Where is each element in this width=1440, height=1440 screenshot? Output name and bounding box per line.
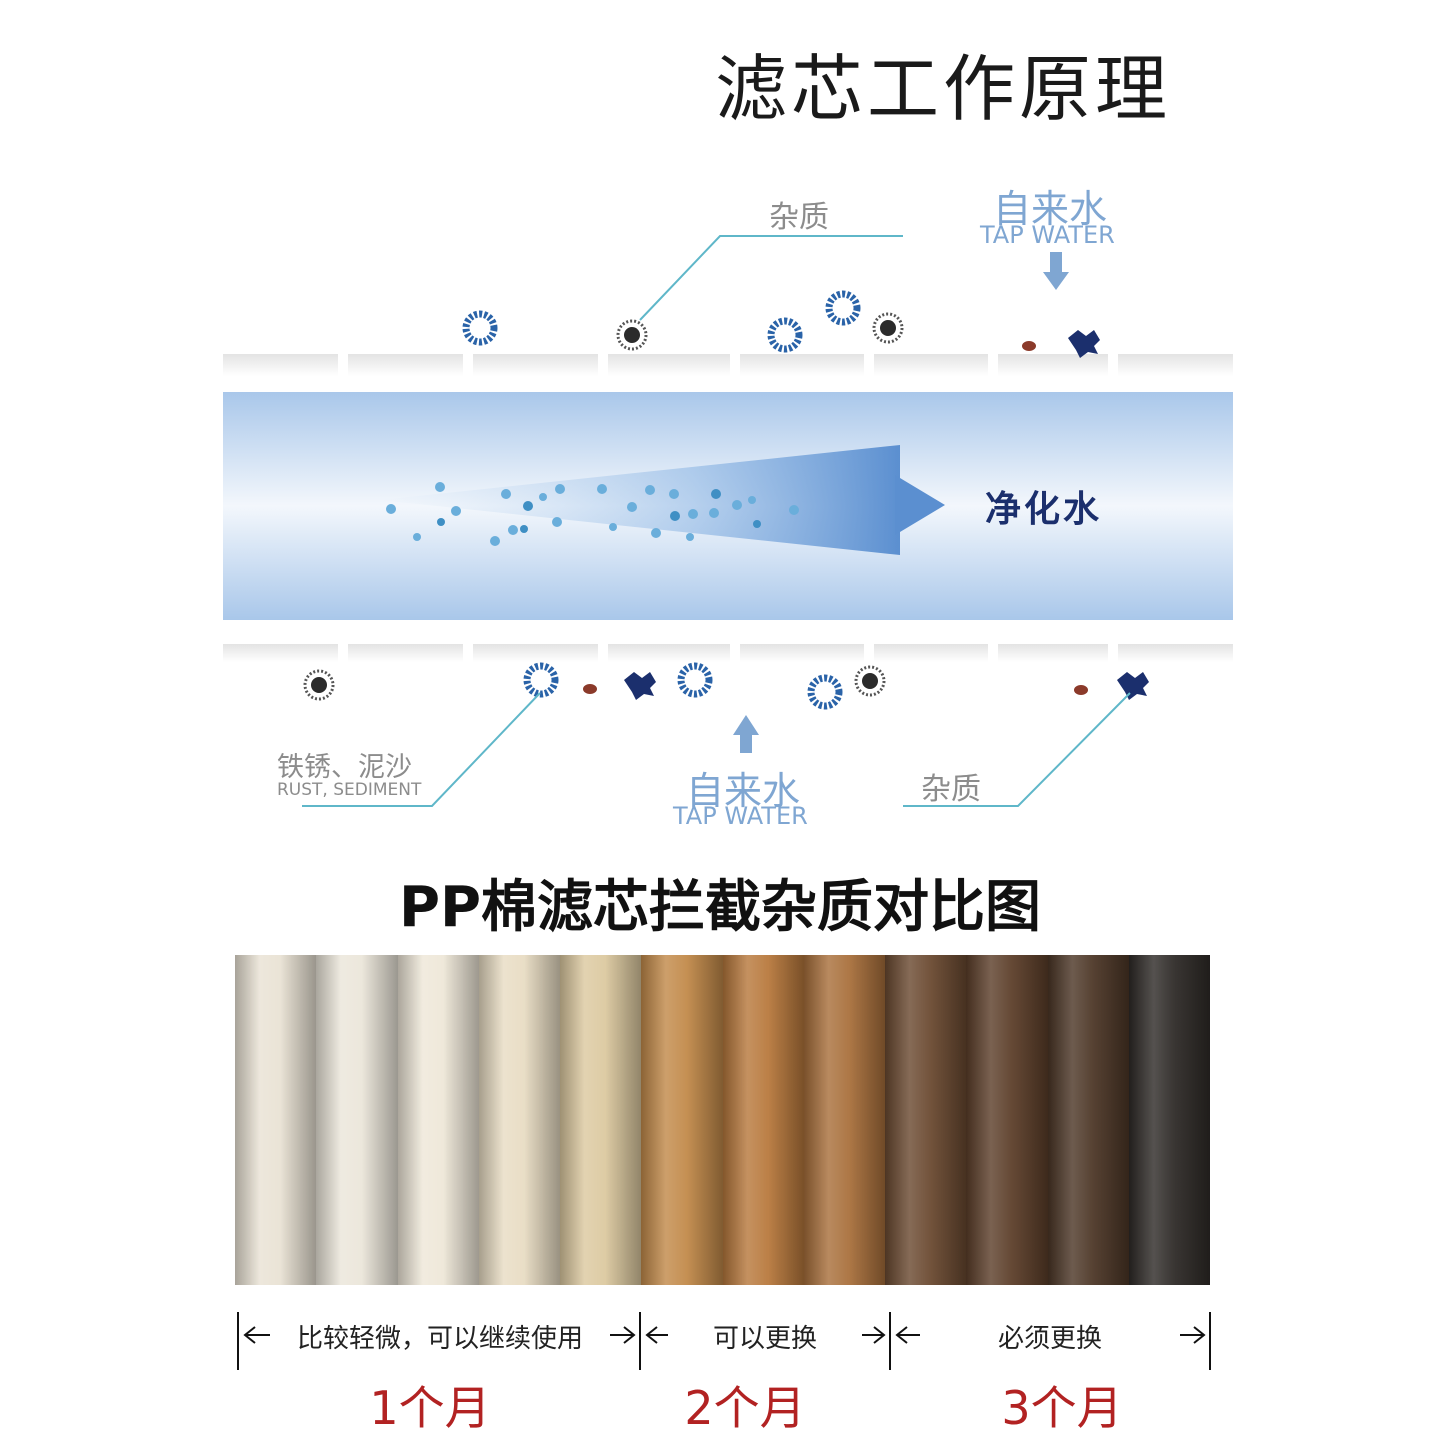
stage-1-text: 比较轻微，可以继续使用: [296, 1324, 583, 1354]
filter-roll: [1047, 955, 1130, 1285]
filter-roll: [885, 955, 968, 1285]
stage-3-text: 必须更换: [997, 1324, 1102, 1354]
comparison-title: PP棉滤芯拦截杂质对比图: [398, 875, 1042, 940]
timeline-arrows: [237, 1312, 1211, 1370]
blue-ring-particle: [462, 310, 498, 346]
clump-particle: [1117, 672, 1149, 700]
leader-lines: [302, 235, 1131, 807]
filter-roll: [560, 955, 643, 1285]
blue-ring-particle: [825, 290, 861, 326]
impurity-label-top: 杂质: [769, 200, 829, 235]
filter-roll: [966, 955, 1049, 1285]
filter-layer-top: [223, 354, 1233, 376]
clump-particle: [1068, 330, 1100, 358]
stage-2-text: 可以更换: [712, 1324, 817, 1354]
filter-roll: [397, 955, 480, 1285]
impurity-particles-top: [462, 290, 1100, 358]
stage-2-month: 2个月: [684, 1381, 806, 1435]
stage-1-month: 1个月: [369, 1381, 491, 1435]
purified-water-label: 净化水: [985, 489, 1103, 530]
filter-diagram: [223, 235, 1233, 807]
filter-roll: [1128, 955, 1210, 1285]
impurity-particles-bottom: [303, 662, 1149, 710]
clump-particle: [624, 672, 656, 700]
filter-cartridge-photo: [235, 955, 1210, 1285]
tap-water-label-top-en: TAP WATER: [980, 221, 1115, 249]
impurity-label-bottom: 杂质: [921, 772, 981, 807]
tap-water-arrow-top: [1043, 252, 1069, 290]
water-dots: [386, 482, 799, 546]
blue-ring-particle: [767, 317, 803, 353]
filter-roll: [235, 955, 318, 1285]
filter-roll: [722, 955, 805, 1285]
tap-water-arrow-bottom: [733, 715, 759, 753]
tap-water-label-bottom-cn: 自来水: [686, 769, 801, 813]
stage-3-month: 3个月: [1001, 1381, 1123, 1435]
rust-particle: [1074, 685, 1088, 695]
blue-ring-particle: [677, 662, 713, 698]
rust-particle: [583, 684, 597, 694]
flow-arrow: [895, 475, 945, 535]
rust-particle: [1022, 341, 1036, 351]
filter-roll: [478, 955, 561, 1285]
filter-layer-bottom: [223, 644, 1233, 662]
tap-water-label-bottom-en: TAP WATER: [673, 802, 808, 830]
flow-wedge: [380, 445, 900, 555]
filter-roll: [803, 955, 886, 1285]
rust-sediment-label-en: RUST, SEDIMENT: [277, 780, 422, 800]
blue-ring-particle: [523, 662, 559, 698]
filter-roll: [641, 955, 724, 1285]
rust-sediment-label-cn: 铁锈、泥沙: [277, 752, 412, 783]
tap-water-label-top-cn: 自来水: [993, 187, 1108, 231]
blue-ring-particle: [807, 674, 843, 710]
filter-roll: [316, 955, 399, 1285]
main-title: 滤芯工作原理: [715, 47, 1172, 131]
